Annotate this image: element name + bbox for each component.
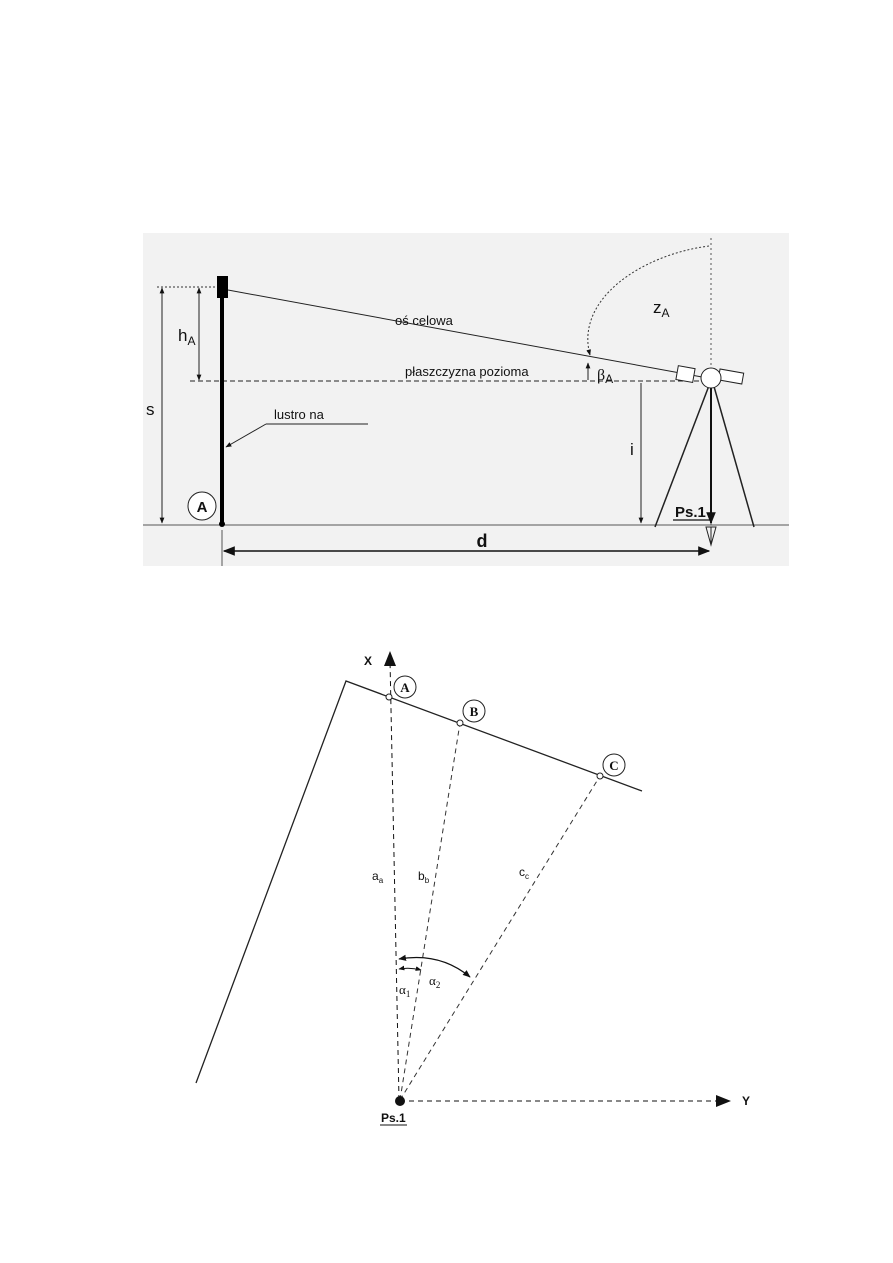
ray-b	[399, 722, 461, 1101]
beta-label: βA	[597, 367, 613, 386]
horizontal-plane-label: płaszczyzna pozioma	[405, 364, 529, 379]
angle-alpha1-label: α1	[399, 982, 410, 999]
point-a-dot	[385, 693, 393, 701]
point-c-dot	[596, 772, 604, 780]
x-axis-line	[389, 659, 400, 1101]
point-c-label: C	[609, 758, 618, 773]
angle-alpha2-label: α2	[429, 973, 440, 990]
s-label: s	[146, 400, 155, 419]
point-a-label: A	[197, 499, 208, 516]
point-b-label: B	[470, 704, 479, 719]
station-label: Ps.1	[381, 1111, 406, 1125]
ray-c	[399, 775, 601, 1101]
line-of-sight	[227, 289, 703, 378]
diagram-background	[143, 233, 789, 566]
point-a-marker	[187, 491, 217, 521]
line-of-sight-label: oś celowa	[395, 313, 454, 328]
dist-b-label: bb	[418, 869, 430, 885]
point-b-marker	[462, 699, 486, 723]
mirror-label: lustro na	[274, 407, 325, 422]
rod-prism	[217, 276, 228, 298]
i-label: i	[630, 440, 634, 459]
point-a-label: A	[400, 680, 410, 695]
station-label: Ps.1	[675, 504, 706, 521]
zenith-distance-diagram: s hA lustro na A oś celowa płaszczyzna p…	[143, 233, 789, 566]
h-label: hA	[178, 326, 195, 348]
mirror-leader-arrow	[225, 423, 267, 448]
theodolite-icon	[654, 365, 755, 547]
angle-alpha1-arc	[398, 965, 422, 971]
zenith-arc	[586, 245, 710, 356]
x-axis-label: X	[364, 654, 372, 668]
building-outline	[195, 680, 643, 1084]
d-label: d	[477, 531, 488, 551]
point-b-dot	[456, 719, 464, 727]
dist-a-label: aa	[372, 869, 384, 885]
polar-method-diagram: X Y A B C aa bb cc α1 α2 Ps.1	[195, 651, 750, 1126]
zenith-label: zA	[653, 298, 670, 320]
x-axis-arrow	[384, 651, 396, 666]
dist-c-label: cc	[519, 865, 529, 881]
angle-alpha2-arc	[398, 954, 471, 978]
rod-base-point	[219, 521, 225, 527]
point-c-marker	[602, 753, 626, 777]
station-point	[395, 1096, 405, 1106]
y-axis-arrow	[716, 1095, 731, 1107]
y-axis-label: Y	[742, 1094, 750, 1108]
point-a-marker	[393, 675, 417, 699]
